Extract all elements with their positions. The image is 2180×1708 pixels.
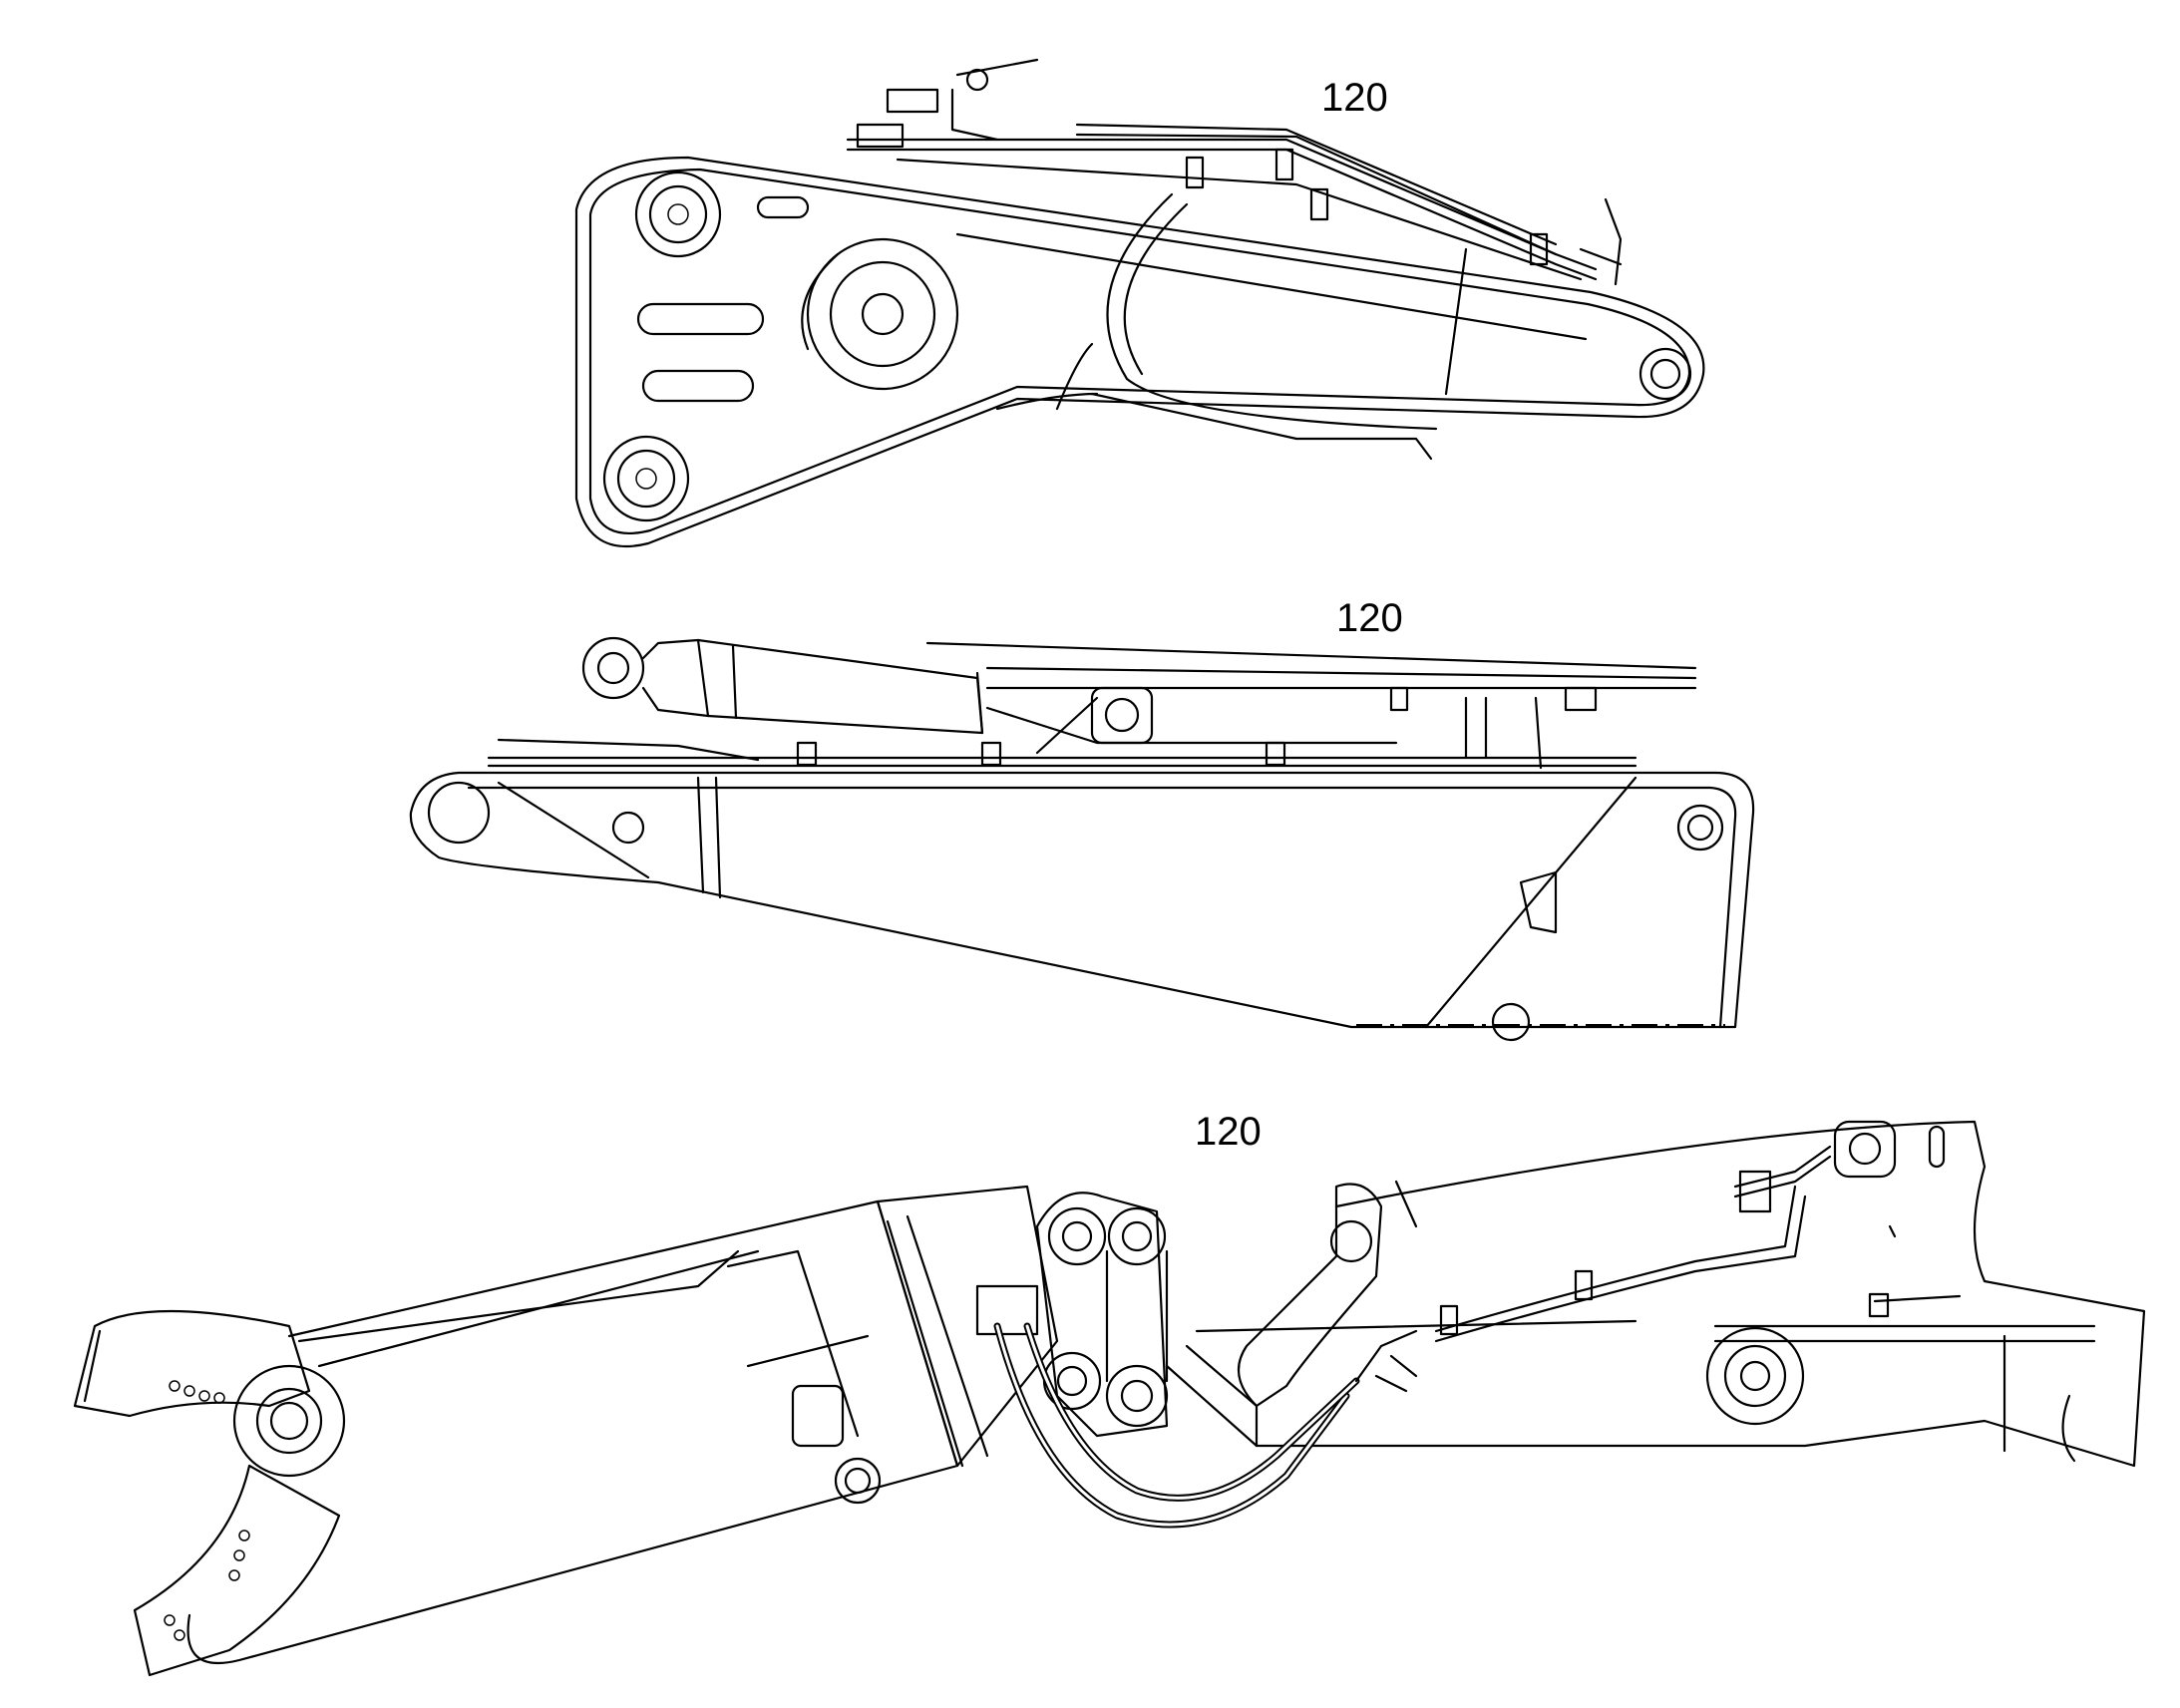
reference-label-middle: 120 <box>1336 596 1403 640</box>
jaw-upper <box>73 1309 311 1418</box>
coupler-link <box>1035 1192 1169 1438</box>
top-boom-drawing <box>574 58 1705 548</box>
reference-label-bottom: 120 <box>1195 1110 1262 1154</box>
jaw-lower <box>133 1464 341 1677</box>
rotator <box>876 1185 1059 1468</box>
stick-arm <box>1165 1120 2146 1468</box>
middle-arm-outline <box>409 771 1755 1029</box>
shear-body <box>186 1199 959 1665</box>
bottom-assembly-drawing <box>73 1120 2146 1677</box>
top-boom-outline <box>574 156 1705 548</box>
middle-arm-drawing <box>409 636 1755 1042</box>
reference-label-top: 120 <box>1321 76 1388 120</box>
rocker-link <box>1237 1183 1383 1408</box>
